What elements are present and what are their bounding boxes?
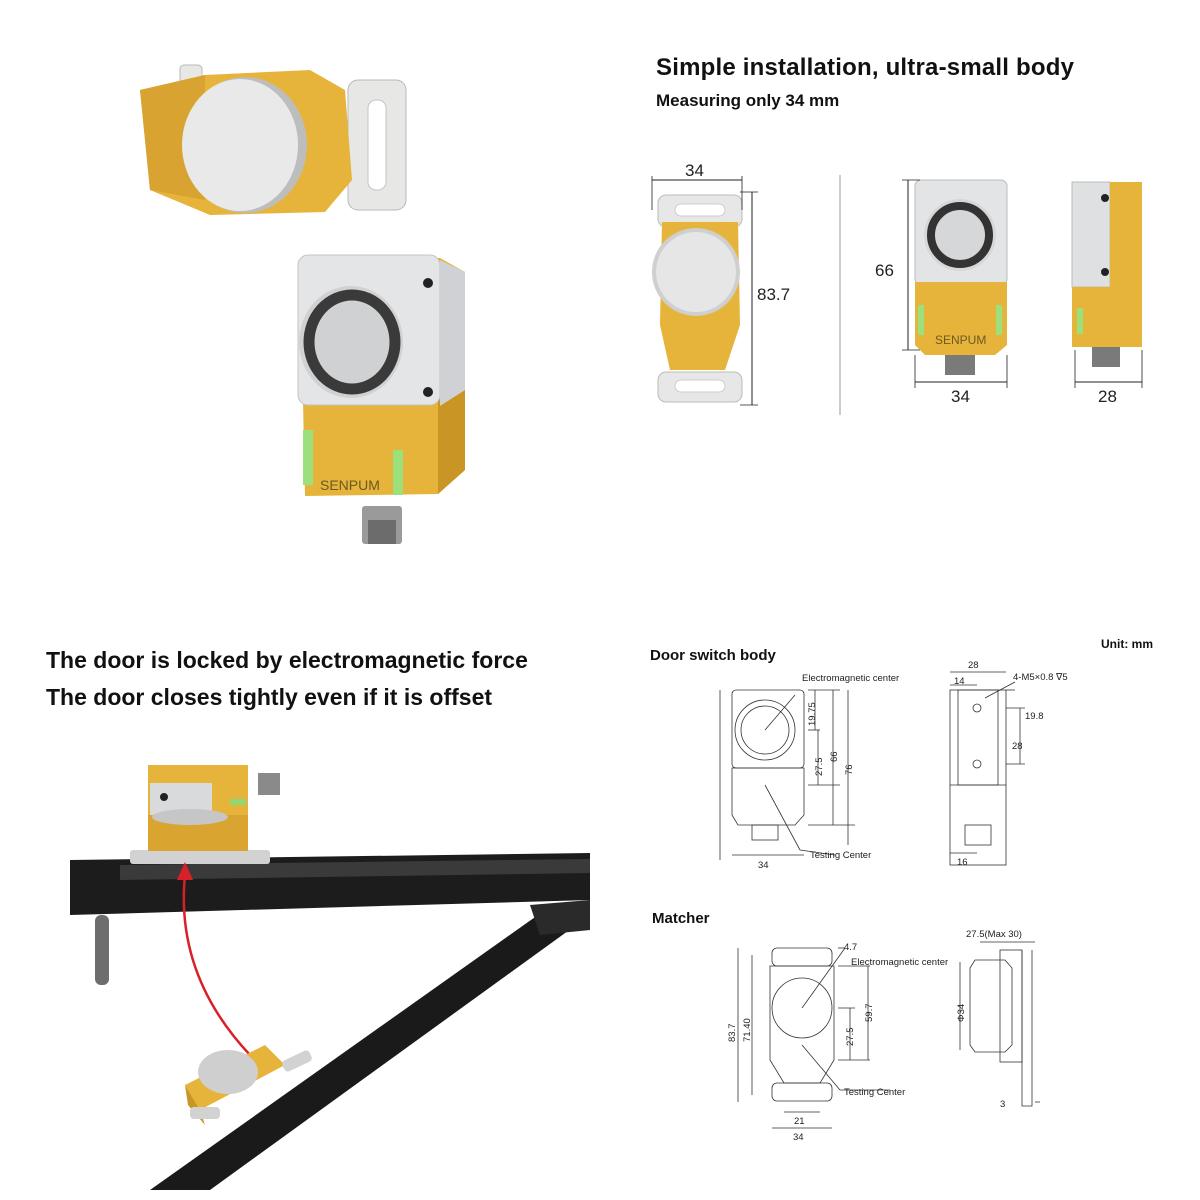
door-switch-body-render: SENPUM [297,254,465,544]
door-line-2: The door closes tightly even if it is of… [46,684,493,710]
product-render-illustration: SENPUM [140,64,465,544]
dim-34-matcher: 34 [793,1132,804,1143]
dim-71-40: 71.40 [742,1018,753,1042]
technical-drawing: Electromagnetic center Testing Center 19… [719,660,1068,1143]
dim-27-5-body: 27.5 [814,758,825,777]
door-leaf-rail [150,900,590,1190]
dim-3: 3 [1000,1099,1005,1110]
body-side-overview [1071,181,1142,367]
dim-phi-34: Φ34 [956,1004,967,1022]
dim-14: 14 [954,676,965,687]
dim-19-75: 19.75 [807,702,818,726]
body-front-overview: SENPUM [914,179,1008,375]
brand-label-small: SENPUM [935,333,986,347]
body-drawing-title: Door switch body [650,647,776,664]
matcher-overview [652,194,743,403]
intro-subtitle: Measuring only 34 mm [656,91,840,110]
testing-center-label-body: Testing Center [810,850,871,861]
body-on-frame [130,765,280,864]
dim-59-7: 59.7 [864,1004,875,1023]
unit-label: Unit: mm [1101,637,1153,651]
matcher-render [140,64,407,215]
dim-max-30: 27.5(Max 30) [966,929,1022,940]
dim-body-width: 34 [951,387,970,406]
matcher-on-door [185,1045,312,1125]
dim-body-depth: 28 [1098,387,1117,406]
dim-19-8: 19.8 [1025,711,1044,722]
matcher-drawing-title: Matcher [652,910,710,927]
dim-body-height: 66 [875,261,894,280]
dim-34-body: 34 [758,860,769,871]
dim-27-5-matcher: 27.5 [845,1028,856,1047]
dim-76-body: 76 [844,764,855,775]
dim-16: 16 [957,857,968,868]
dim-28-side: 28 [1012,741,1023,752]
em-center-label-body: Electromagnetic center [802,673,899,684]
testing-center-label-matcher: Testing Center [844,1087,905,1098]
door-section-text: The door is locked by electromagnetic fo… [46,642,528,716]
dim-21: 21 [794,1116,805,1127]
dim-66-body: 66 [829,751,840,762]
thread-spec: 4-M5×0.8 ∇5 [1013,672,1068,683]
overview-dimension-diagram: 34 83.7 SENPUM 66 34 28 [651,161,1143,415]
dim-28-top: 28 [968,660,979,671]
intro-title: Simple installation, ultra-small body [656,54,1075,81]
dim-matcher-height: 83.7 [757,285,790,304]
door-line-1: The door is locked by electromagnetic fo… [46,647,528,673]
dim-83-7-matcher: 83.7 [727,1024,738,1043]
dim-4-7: 4.7 [844,942,857,953]
em-center-label-matcher: Electromagnetic center [851,957,948,968]
door-illustration [70,765,590,1190]
brand-label: SENPUM [320,477,380,493]
dim-matcher-width: 34 [685,161,704,180]
